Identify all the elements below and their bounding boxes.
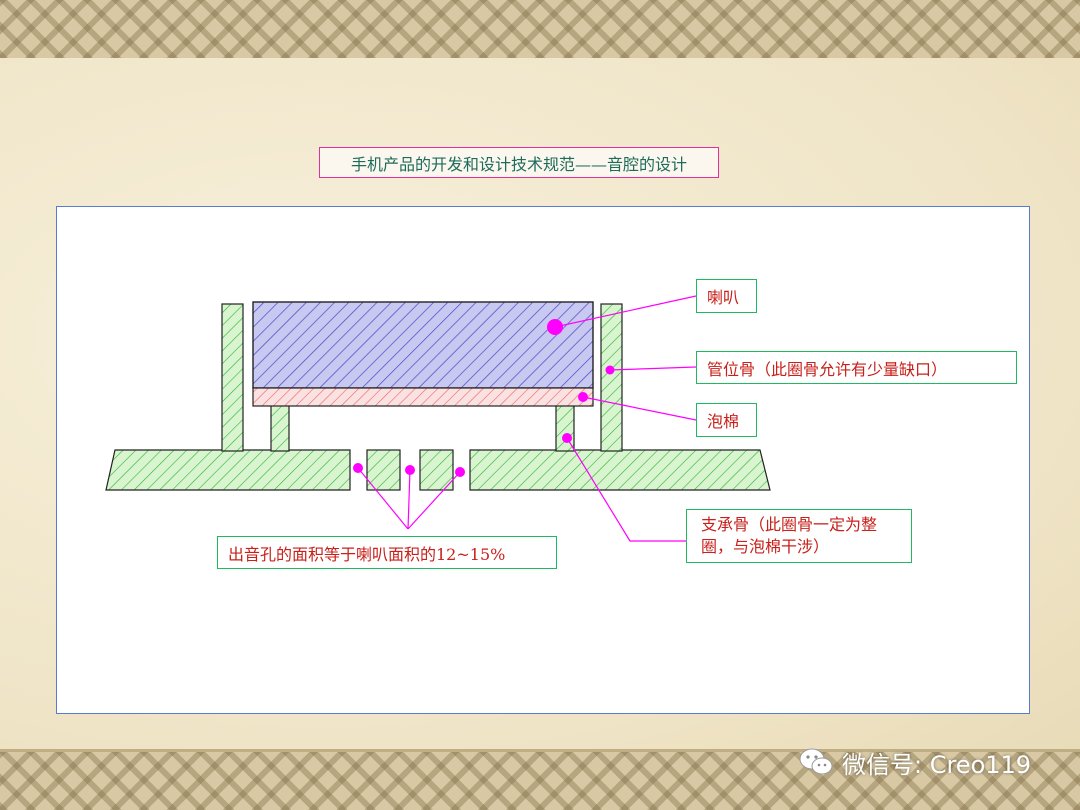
label-tube-rib: 管位骨（此圈骨允许有少量缺口） — [696, 351, 1017, 384]
watermark: 微信号: Creo119 — [798, 742, 1031, 782]
leader-lines — [357, 295, 697, 542]
bottom-border-line — [0, 749, 1080, 752]
watermark-text: 微信号: Creo119 — [842, 750, 1032, 779]
dot-foam — [578, 392, 588, 402]
top-decorative-border — [0, 0, 1080, 58]
speaker-body — [252, 301, 594, 389]
dot-tube-rib — [605, 365, 615, 375]
label-foam: 泡棉 — [696, 403, 757, 437]
leader-hole-1 — [357, 467, 409, 530]
dot-speaker — [547, 319, 563, 335]
housing-base-left — [105, 449, 351, 491]
tube-rib-right — [600, 303, 623, 452]
leader-dots — [353, 319, 615, 477]
leader-speaker — [554, 295, 697, 328]
support-rib-left — [270, 403, 290, 452]
foam-layer — [252, 387, 594, 407]
wechat-icon — [799, 748, 833, 775]
leader-support-rib — [566, 437, 686, 542]
tube-rib-left — [221, 303, 244, 452]
dot-support-rib — [562, 433, 572, 443]
slide-title: 手机产品的开发和设计技术规范——音腔的设计 — [319, 147, 719, 178]
leader-hole-2 — [407, 469, 411, 530]
label-speaker: 喇叭 — [696, 279, 757, 313]
dot-hole-3 — [455, 467, 465, 477]
dot-hole-1 — [353, 463, 363, 473]
rib-between-holes-1 — [366, 449, 401, 491]
bottom-decorative-border — [0, 752, 1080, 810]
dot-hole-2 — [405, 465, 415, 475]
housing-base-right — [469, 449, 771, 491]
label-support-rib: 支承骨（此圈骨一定为整圈，与泡棉干涉） — [686, 509, 912, 563]
label-sound-hole: 出音孔的面积等于喇叭面积的12~15% — [217, 536, 557, 569]
rib-between-holes-2 — [419, 449, 454, 491]
leader-hole-3 — [407, 471, 461, 530]
leader-tube-rib — [609, 366, 697, 371]
leader-foam — [582, 396, 697, 421]
